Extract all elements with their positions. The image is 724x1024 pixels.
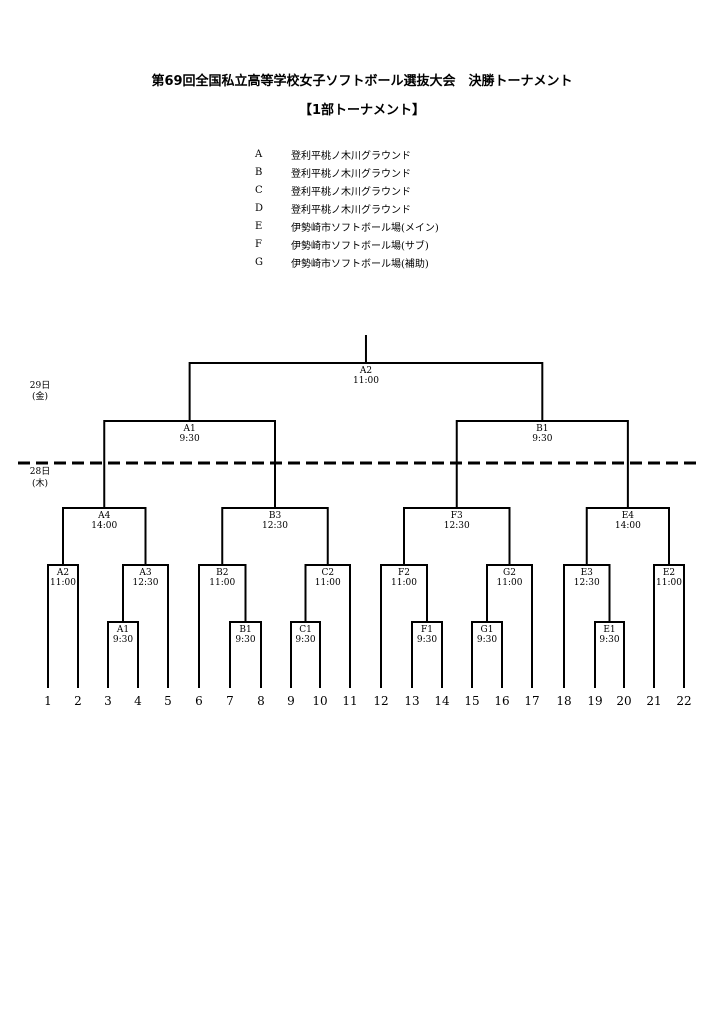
game-time-label: 9:30 bbox=[477, 635, 497, 645]
seed-number: 1 bbox=[44, 694, 52, 708]
game-time-label: 11:00 bbox=[353, 376, 379, 386]
venue-name: 登利平桃ノ木川グラウンド bbox=[291, 204, 411, 216]
day-28-weekday: (木) bbox=[32, 477, 48, 489]
seed-number: 3 bbox=[104, 694, 112, 708]
game-time-label: 12:30 bbox=[133, 578, 159, 588]
venue-item: C 登利平桃ノ木川グラウンド bbox=[255, 181, 439, 199]
venue-code: A bbox=[255, 148, 263, 160]
game-code-label: E1 bbox=[603, 625, 615, 635]
game-time-label: 14:00 bbox=[615, 521, 641, 531]
game-code-label: A1 bbox=[183, 424, 196, 434]
venue-code: F bbox=[255, 238, 262, 250]
game-code-label: A3 bbox=[138, 568, 151, 578]
game-code-label: B3 bbox=[269, 511, 282, 521]
venue-list: A 登利平桃ノ木川グラウンド B 登利平桃ノ木川グラウンド C 登利平桃ノ木川グラウン… bbox=[255, 145, 439, 271]
game-code-label: B2 bbox=[216, 568, 228, 578]
day-29-weekday: (金) bbox=[32, 390, 48, 402]
venue-name: 登利平桃ノ木川グラウンド bbox=[291, 150, 411, 162]
game-time-label: 12:30 bbox=[262, 521, 288, 531]
seed-number: 5 bbox=[164, 694, 172, 708]
game-time-label: 9:30 bbox=[532, 434, 552, 444]
bracket-lines bbox=[47, 335, 685, 688]
seed-number: 11 bbox=[342, 694, 357, 708]
game-time-label: 12:30 bbox=[444, 521, 470, 531]
game-time-label: 9:30 bbox=[417, 635, 437, 645]
venue-name: 伊勢崎市ソフトボール場(メイン) bbox=[291, 222, 439, 234]
game-code-label: G2 bbox=[503, 568, 516, 578]
seed-number: 20 bbox=[616, 694, 631, 708]
game-code-label: F1 bbox=[421, 625, 433, 635]
game-code-label: F3 bbox=[451, 511, 463, 521]
seed-number: 17 bbox=[524, 694, 539, 708]
venue-code: E bbox=[255, 220, 263, 232]
seed-number: 7 bbox=[226, 694, 234, 708]
venue-code: G bbox=[255, 256, 263, 268]
game-time-label: 11:00 bbox=[50, 578, 76, 588]
page-subtitle: 【1部トーナメント】 bbox=[298, 103, 426, 118]
venue-item: G 伊勢崎市ソフトボール場(補助) bbox=[255, 253, 439, 271]
venue-item: B 登利平桃ノ木川グラウンド bbox=[255, 163, 439, 181]
game-labels: A19:30B19:30C19:30F19:30G19:30E19:30A211… bbox=[50, 366, 682, 645]
game-code-label: G1 bbox=[481, 625, 494, 635]
game-code-label: C1 bbox=[299, 625, 312, 635]
game-code-label: B1 bbox=[536, 424, 548, 434]
seed-number: 15 bbox=[464, 694, 479, 708]
game-code-label: E2 bbox=[663, 568, 675, 578]
seed-number: 21 bbox=[646, 694, 661, 708]
seed-number: 8 bbox=[257, 694, 265, 708]
game-time-label: 11:00 bbox=[315, 578, 341, 588]
seed-number: 19 bbox=[587, 694, 602, 708]
venue-code: D bbox=[255, 202, 264, 214]
venue-item: A 登利平桃ノ木川グラウンド bbox=[255, 145, 439, 163]
venue-name: 登利平桃ノ木川グラウンド bbox=[291, 168, 411, 180]
game-code-label: A4 bbox=[97, 511, 110, 521]
seed-number: 22 bbox=[676, 694, 691, 708]
seed-number: 16 bbox=[494, 694, 509, 708]
game-code-label: E3 bbox=[581, 568, 594, 578]
game-code-label: A2 bbox=[359, 366, 372, 376]
game-time-label: 9:30 bbox=[180, 434, 200, 444]
seed-number: 4 bbox=[134, 694, 142, 708]
game-code-label: F2 bbox=[398, 568, 410, 578]
seed-number: 6 bbox=[195, 694, 203, 708]
day-label-28: 28日 (木) bbox=[30, 466, 50, 489]
seed-number: 14 bbox=[434, 694, 450, 708]
venue-item: F 伊勢崎市ソフトボール場(サブ) bbox=[255, 235, 439, 253]
game-time-label: 11:00 bbox=[497, 578, 523, 588]
game-code-label: A2 bbox=[56, 568, 69, 578]
seed-number: 9 bbox=[287, 694, 295, 708]
venue-name: 伊勢崎市ソフトボール場(サブ) bbox=[291, 240, 429, 252]
seed-number: 18 bbox=[556, 694, 571, 708]
game-time-label: 11:00 bbox=[391, 578, 417, 588]
game-code-label: C2 bbox=[321, 568, 334, 578]
page-title: 第69回全国私立高等学校女子ソフトボール選抜大会 決勝トーナメント bbox=[151, 74, 573, 89]
day-28-date: 28日 bbox=[30, 466, 50, 477]
game-time-label: 9:30 bbox=[599, 635, 619, 645]
seed-number: 10 bbox=[312, 694, 327, 708]
game-time-label: 11:00 bbox=[656, 578, 682, 588]
game-time-label: 9:30 bbox=[235, 635, 255, 645]
game-time-label: 9:30 bbox=[295, 635, 315, 645]
venue-item: E 伊勢崎市ソフトボール場(メイン) bbox=[255, 217, 439, 235]
day-label-29: 29日 (金) bbox=[30, 380, 50, 402]
seed-number: 13 bbox=[404, 694, 419, 708]
game-time-label: 11:00 bbox=[209, 578, 235, 588]
venue-item: D 登利平桃ノ木川グラウンド bbox=[255, 199, 439, 217]
seed-number: 2 bbox=[74, 694, 82, 708]
venue-code: C bbox=[255, 184, 263, 196]
day-29-date: 29日 bbox=[30, 380, 50, 391]
game-time-label: 9:30 bbox=[113, 635, 133, 645]
game-time-label: 14:00 bbox=[91, 521, 117, 531]
venue-name: 登利平桃ノ木川グラウンド bbox=[291, 186, 411, 198]
seed-number: 12 bbox=[373, 694, 388, 708]
game-code-label: B1 bbox=[239, 625, 251, 635]
game-code-label: A1 bbox=[116, 625, 129, 635]
venue-code: B bbox=[255, 166, 263, 178]
venue-name: 伊勢崎市ソフトボール場(補助) bbox=[291, 258, 429, 270]
game-code-label: E4 bbox=[622, 511, 635, 521]
game-time-label: 12:30 bbox=[574, 578, 600, 588]
